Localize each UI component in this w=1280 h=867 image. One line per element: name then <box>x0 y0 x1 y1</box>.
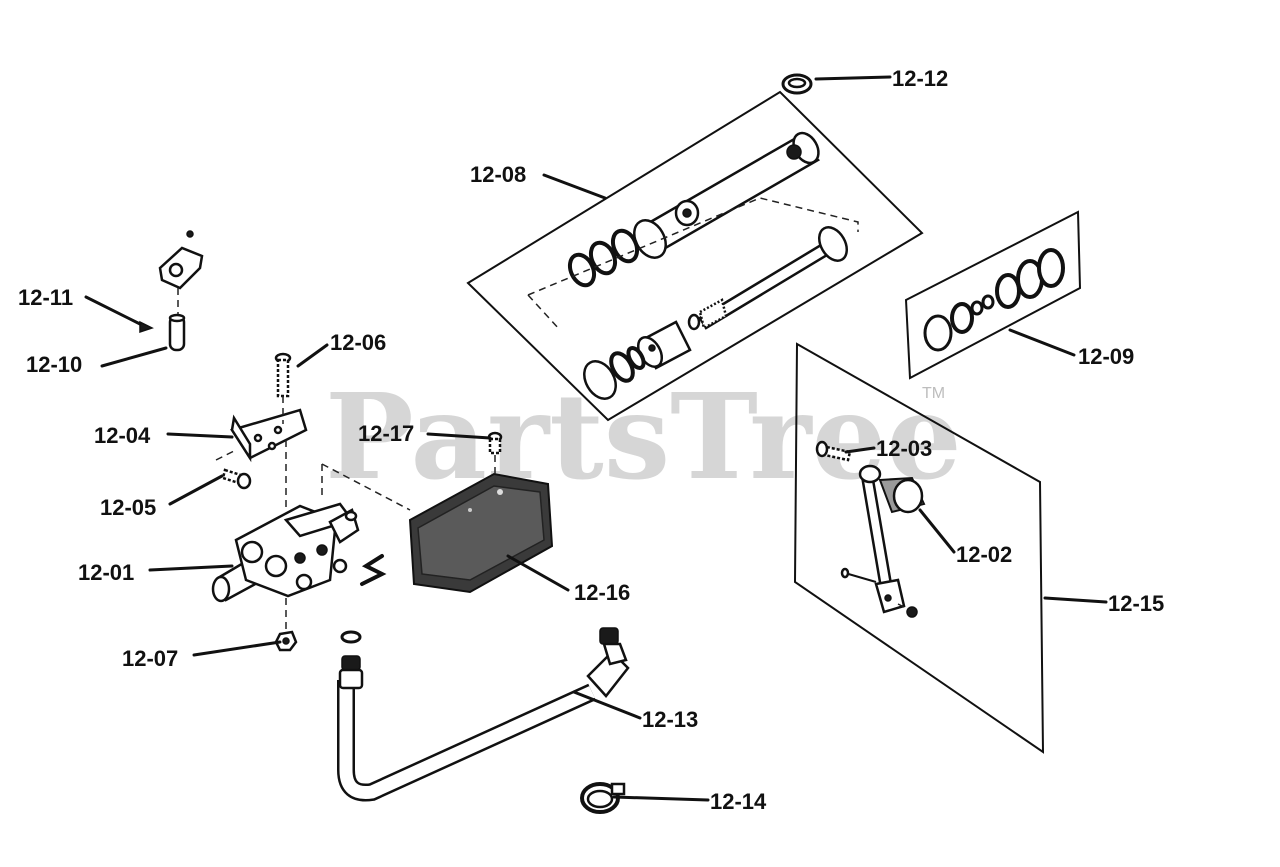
cylinder-assembly-panel <box>466 90 924 422</box>
label-12-15: 12-15 <box>1108 591 1164 616</box>
label-12-12: 12-12 <box>892 66 948 91</box>
label-12-16: 12-16 <box>574 580 630 605</box>
watermark-text: PartsTree <box>325 367 962 506</box>
label-12-01: 12-01 <box>78 560 134 585</box>
nut-12-07 <box>274 630 298 652</box>
bolt-12-05 <box>221 468 252 490</box>
label-12-02: 12-02 <box>956 542 1012 567</box>
label-12-09: 12-09 <box>1078 344 1134 369</box>
label-12-14: 12-14 <box>710 789 767 814</box>
valve-cover <box>408 472 554 594</box>
label-12-11: 12-11 <box>18 285 73 310</box>
hydraulic-tube <box>337 627 630 802</box>
control-lever-panel <box>793 342 1045 754</box>
mounting-bracket <box>215 408 308 463</box>
label-12-05: 12-05 <box>100 495 156 520</box>
washer-12-12 <box>781 73 813 95</box>
label-12-17: 12-17 <box>358 421 414 446</box>
label-12-08: 12-08 <box>470 162 526 187</box>
bolt-12-03 <box>815 440 852 462</box>
label-12-10: 12-10 <box>26 352 82 377</box>
seal-o-rings-upper <box>567 228 640 288</box>
cylinder-barrel <box>633 131 821 259</box>
label-12-06: 12-06 <box>330 330 386 355</box>
leader-lines <box>84 75 1108 802</box>
control-lever <box>858 464 906 614</box>
clevis-assembly <box>139 230 204 352</box>
piston-rod <box>698 226 848 330</box>
label-12-03: 12-03 <box>876 436 932 461</box>
control-valve <box>211 440 411 632</box>
part-labels: 12-11 12-10 12-06 12-04 12-05 12-01 12-0… <box>18 66 1164 814</box>
seal-rings-lower <box>583 346 646 400</box>
watermark: PartsTree TM <box>325 367 962 506</box>
label-12-13: 12-13 <box>642 707 698 732</box>
seal-kit-panel <box>904 210 1082 380</box>
label-12-07: 12-07 <box>122 646 178 671</box>
bolt-12-06 <box>274 352 292 424</box>
label-12-04: 12-04 <box>94 423 151 448</box>
watermark-trademark: TM <box>922 385 945 402</box>
lever-knob <box>878 476 926 514</box>
